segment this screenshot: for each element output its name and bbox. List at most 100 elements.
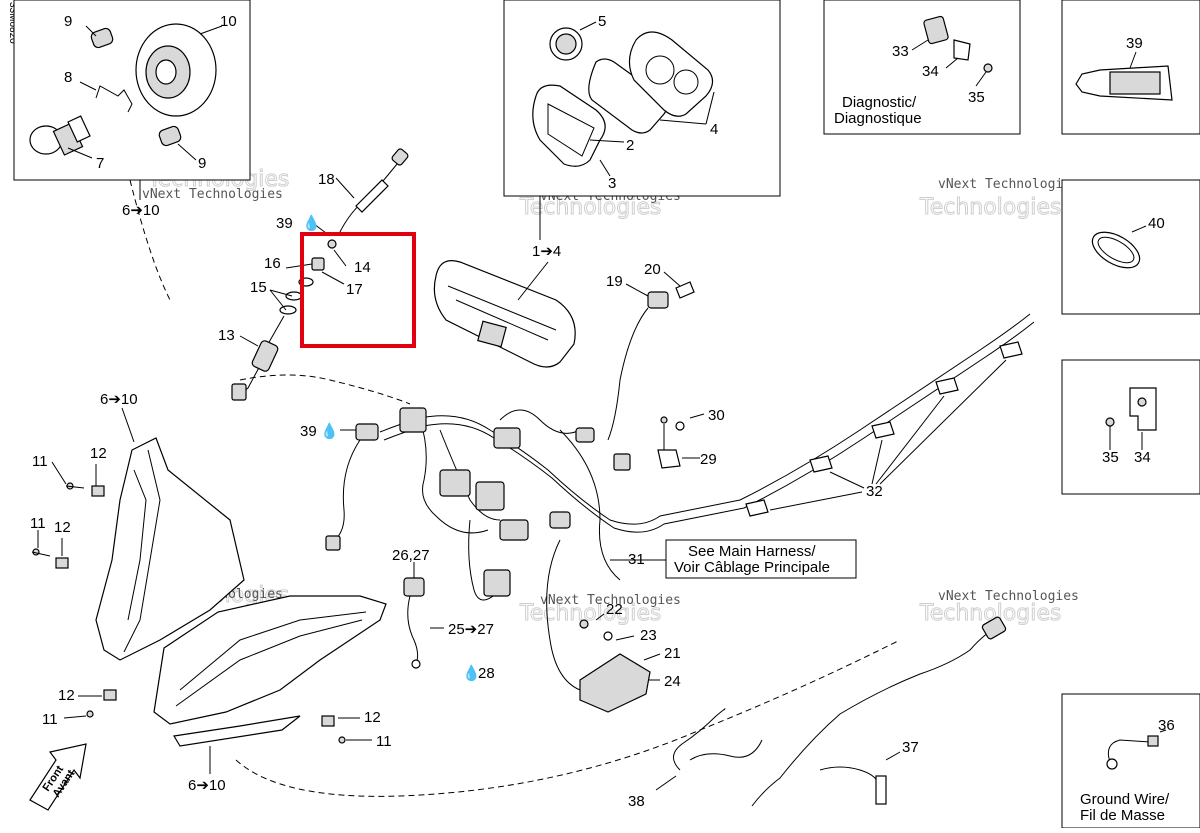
callout-6-10: 6➔10: [100, 391, 138, 408]
callout-4: 4: [710, 121, 718, 138]
callout-19: 19: [606, 273, 623, 290]
front-arrow-icon: [29, 743, 87, 811]
watermark-outline: Technologies: [519, 601, 661, 626]
connector-parts: 18 39 💧 16 14 17 15 13: [218, 148, 409, 401]
main-harness-label: See Main Harness/: [688, 543, 816, 560]
callout-1-4: 1➔4: [532, 243, 561, 260]
ground-wire-box: 36 Ground Wire/ Fil de Masse: [1061, 693, 1200, 829]
callout-11: 11: [42, 711, 58, 728]
callout-10: 10: [220, 13, 237, 30]
watermark-text: vNext Technologies: [540, 593, 681, 608]
lens-icon: [588, 58, 668, 134]
gauge-cluster-icon: [433, 260, 576, 368]
socket-icon: [90, 27, 114, 49]
module-icon: [579, 653, 651, 713]
diagnostic-label: Diagnostic/: [842, 94, 917, 111]
callout-12: 12: [364, 709, 381, 726]
bulb-detail-box: 9 10 8 7 9 6➔10: [13, 0, 251, 219]
headlight-lens-icon: [153, 595, 387, 725]
highlight-box: [300, 232, 416, 348]
drop-icon: 💧: [462, 664, 481, 682]
clip-icon: [91, 485, 105, 497]
callout-24: 24: [664, 673, 681, 690]
tie-box: 40: [1061, 179, 1200, 315]
callout-25-27: 25➔27: [448, 621, 494, 638]
spring-clip-icon: [95, 85, 133, 113]
sensor-icon: [657, 449, 681, 469]
callout-39: 39: [300, 423, 317, 440]
diagnostic-box: 33 34 35 Diagnostic/ Diagnostique: [823, 0, 1021, 135]
sensor-parts: 30 29: [657, 407, 725, 469]
callout-11: 11: [30, 515, 46, 532]
switch-parts: 19 20: [606, 261, 695, 441]
callout-39: 39: [1126, 35, 1143, 52]
gauge-detail-box: 5 2 3 4 1➔4: [503, 0, 781, 260]
callout-9: 9: [198, 155, 206, 172]
watermark-text: vNext Technologies: [938, 589, 1079, 604]
callout-17: 17: [346, 281, 363, 298]
switch-icon: [647, 291, 669, 309]
headlight-assembly: 11 12 11 12 12 11 12 11 6➔10 6➔10: [30, 179, 901, 797]
callout-39: 39: [276, 215, 293, 232]
watermark-text: vNext Technologies: [142, 187, 283, 202]
socket-icon: [158, 125, 182, 147]
diagnostic-label: Diagnostique: [834, 110, 922, 127]
callout-3: 3: [608, 175, 616, 192]
clip-icon: [999, 341, 1023, 359]
drawing-code: 33M0820: [7, 2, 18, 44]
watermark-outline: Technologies: [919, 195, 1061, 220]
bracket-icon: [1129, 387, 1157, 431]
main-harness-callout: 31 See Main Harness/ Voir Câblage Princi…: [610, 539, 857, 579]
connector-icon: [403, 577, 425, 597]
callout-34: 34: [1134, 449, 1151, 466]
spring-icon: [355, 179, 389, 213]
sensor-icon: [251, 340, 279, 372]
watermarks: Technologies Technologies Technologies T…: [142, 167, 1079, 627]
callout-9: 9: [64, 13, 72, 30]
callout-36: 36: [1158, 717, 1175, 734]
callout-30: 30: [708, 407, 725, 424]
wiring-harness: 39 💧: [300, 313, 1035, 691]
watermark-outline: Technologies: [519, 195, 661, 220]
callout-5: 5: [598, 13, 606, 30]
callout-37: 37: [902, 739, 919, 756]
bracket-box: 35 34: [1061, 359, 1200, 495]
callout-20: 20: [644, 261, 661, 278]
grease-box: 39: [1061, 0, 1200, 135]
callout-29: 29: [700, 451, 717, 468]
callout-34: 34: [922, 63, 939, 80]
drop-icon: 💧: [320, 422, 339, 440]
callout-11: 11: [376, 733, 392, 750]
callout-12: 12: [58, 687, 75, 704]
callout-6-10: 6➔10: [188, 777, 226, 794]
callout-14: 14: [354, 259, 371, 276]
callout-7: 7: [96, 155, 104, 172]
cable-tie-icon: [1091, 231, 1141, 269]
cluster-housing-icon: [628, 31, 714, 117]
callout-6-10: 6➔10: [122, 202, 160, 219]
cluster-assembly: [433, 260, 576, 368]
callout-11: 11: [32, 453, 48, 470]
main-harness-box: [665, 539, 857, 579]
bracket-icon: [953, 39, 971, 61]
connector-icon: [923, 15, 949, 45]
drop-icon: 💧: [302, 214, 321, 232]
callout-16: 16: [264, 255, 281, 272]
callout-26-27: 26,27: [392, 547, 430, 564]
ground-wire-label: Ground Wire/: [1080, 791, 1170, 808]
callout-12: 12: [90, 445, 107, 462]
callout-40: 40: [1148, 215, 1165, 232]
callout-12: 12: [54, 519, 71, 536]
callout-15: 15: [250, 279, 267, 296]
callout-2: 2: [626, 137, 634, 154]
module-parts: 22 23 21 24: [579, 601, 681, 713]
callout-32: 32: [866, 483, 883, 500]
connector-icon: [355, 423, 379, 441]
clip-parts: 32: [745, 341, 1023, 517]
sensor-wire-parts: 26,27 25➔27 💧 28: [392, 547, 511, 682]
callout-33: 33: [892, 43, 909, 60]
callout-35: 35: [968, 89, 985, 106]
callout-38: 38: [628, 793, 645, 810]
